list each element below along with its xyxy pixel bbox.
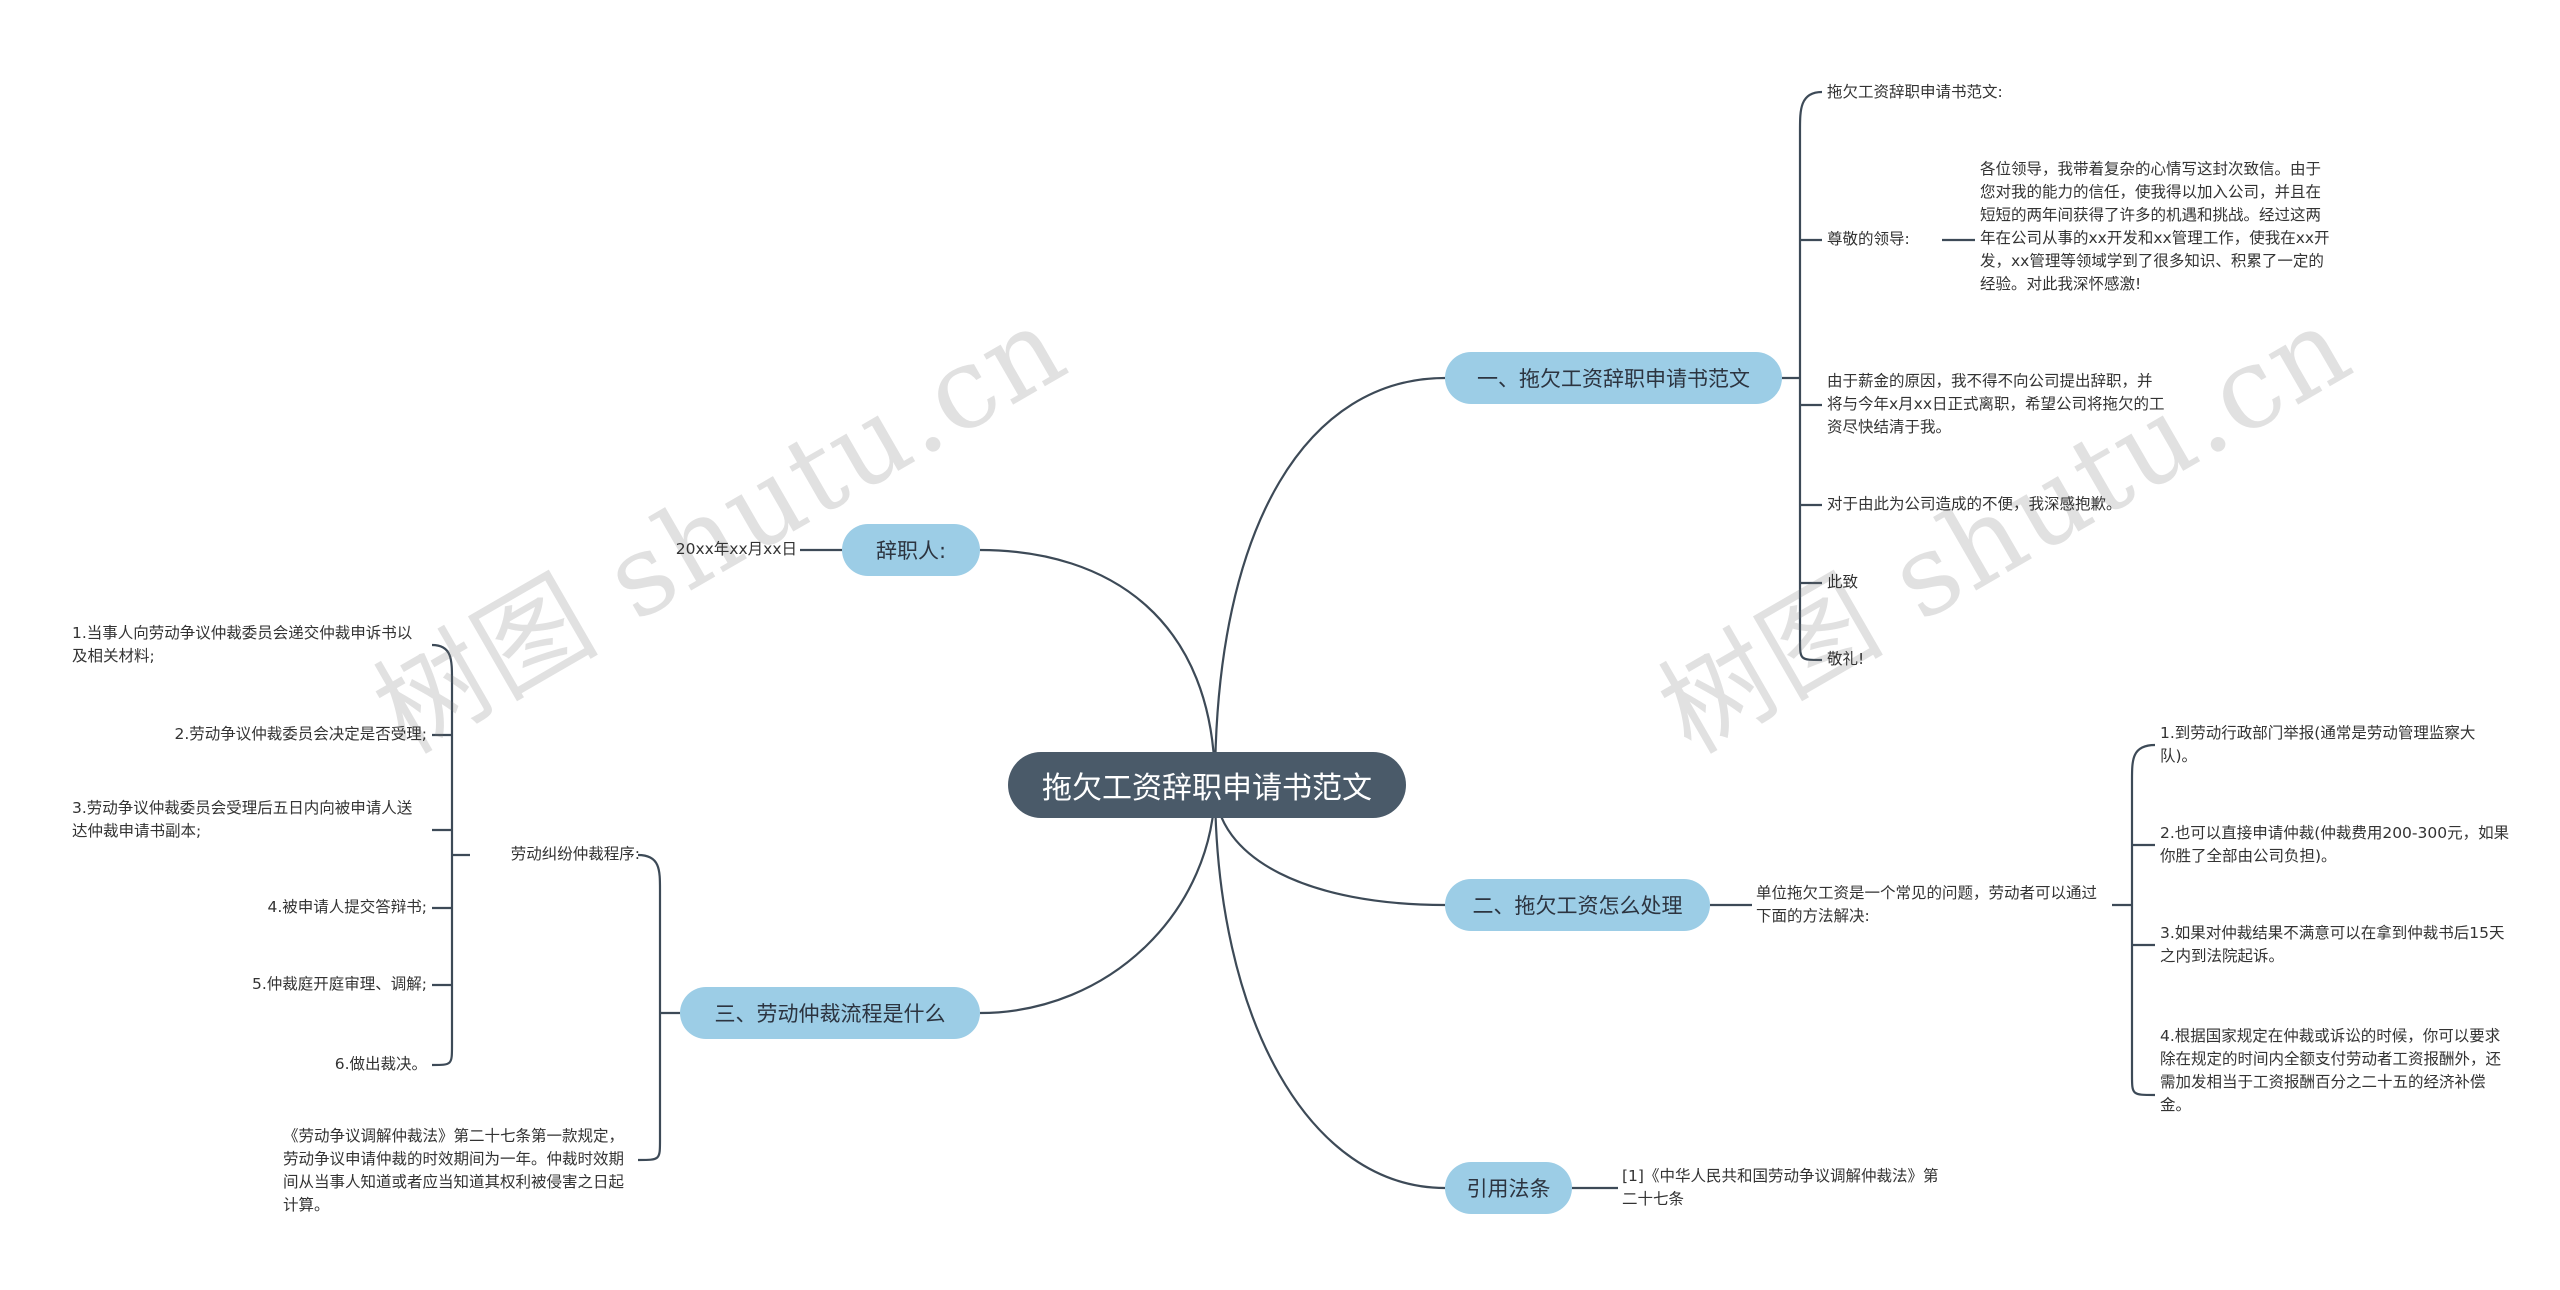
sub-arbitration-procedure: 劳动纠纷仲裁程序: bbox=[510, 845, 640, 863]
leaf-method-1: 1.到劳动行政部门举报(通常是劳动管理监察大队)。 bbox=[2160, 724, 2476, 765]
leaf-method-4: 4.根据国家规定在仲裁或诉讼的时候，你可以要求除在规定的时间内全额支付劳动者工资… bbox=[2160, 1027, 2502, 1114]
leaf-apology: 对于由此为公司造成的不便，我深感抱歉。 bbox=[1827, 495, 2122, 513]
leaf-sample-heading: 拖欠工资辞职申请书范文: bbox=[1827, 83, 2003, 101]
leaf-step-6: 6.做出裁决。 bbox=[334, 1055, 427, 1073]
branch-title: 二、拖欠工资怎么处理 bbox=[1472, 894, 1683, 918]
leaf-step-1: 1.当事人向劳动争议仲裁委员会递交仲裁申诉书以及相关材料; bbox=[72, 624, 413, 665]
leaf-method-3: 3.如果对仲裁结果不满意可以在拿到仲裁书后15天之内到法院起诉。 bbox=[2160, 924, 2505, 965]
leaf-closing: 此致 bbox=[1827, 573, 1859, 591]
branch-resigner[interactable]: 辞职人: bbox=[842, 524, 980, 576]
leaf-step-4: 4.被申请人提交答辩书; bbox=[267, 898, 427, 916]
leaf-step-5: 5.仲裁庭开庭审理、调解; bbox=[251, 975, 427, 993]
leaf-date: 20xx年xx月xx日 bbox=[675, 540, 797, 558]
leaf-statute-note: 《劳动争议调解仲裁法》第二十七条第一款规定，劳动争议申请仲裁的时效期间为一年。仲… bbox=[283, 1127, 625, 1214]
leaf-handling-intro: 单位拖欠工资是一个常见的问题，劳动者可以通过下面的方法解决: bbox=[1756, 884, 2098, 925]
branch-cited-law[interactable]: 引用法条 bbox=[1445, 1162, 1572, 1214]
branch-title: 一、拖欠工资辞职申请书范文 bbox=[1477, 367, 1750, 391]
branch-resignation-sample[interactable]: 一、拖欠工资辞职申请书范文 bbox=[1445, 352, 1782, 404]
root-topic[interactable]: 拖欠工资辞职申请书范文 bbox=[1008, 752, 1406, 818]
root-title: 拖欠工资辞职申请书范文 bbox=[1042, 771, 1372, 806]
leaf-resign-reason: 由于薪金的原因，我不得不向公司提出辞职，并将与今年x月xx日正式离职，希望公司将… bbox=[1827, 372, 2165, 436]
branch-unpaid-wage-handling[interactable]: 二、拖欠工资怎么处理 bbox=[1445, 879, 1710, 931]
branch-title: 引用法条 bbox=[1466, 1177, 1551, 1201]
branch-title: 辞职人: bbox=[875, 539, 947, 563]
leaf-salutation: 尊敬的领导: bbox=[1827, 230, 1910, 248]
leaf-step-2: 2.劳动争议仲裁委员会决定是否受理; bbox=[174, 725, 427, 743]
leaf-letter-body: 各位领导，我带着复杂的心情写这封次致信。由于您对我的能力的信任，使我得以加入公司… bbox=[1980, 160, 2330, 293]
branch-arbitration-process[interactable]: 三、劳动仲裁流程是什么 bbox=[680, 987, 980, 1039]
leaf-step-3: 3.劳动争议仲裁委员会受理后五日内向被申请人送达仲裁申请书副本; bbox=[72, 799, 413, 840]
leaf-salute: 敬礼! bbox=[1827, 650, 1865, 668]
branch-title: 三、劳动仲裁流程是什么 bbox=[714, 1002, 946, 1026]
leaf-method-2: 2.也可以直接申请仲裁(仲裁费用200-300元，如果你胜了全部由公司负担)。 bbox=[2160, 824, 2510, 865]
leaf-law-reference: [1]《中华人民共和国劳动争议调解仲裁法》第二十七条 bbox=[1622, 1167, 1939, 1208]
